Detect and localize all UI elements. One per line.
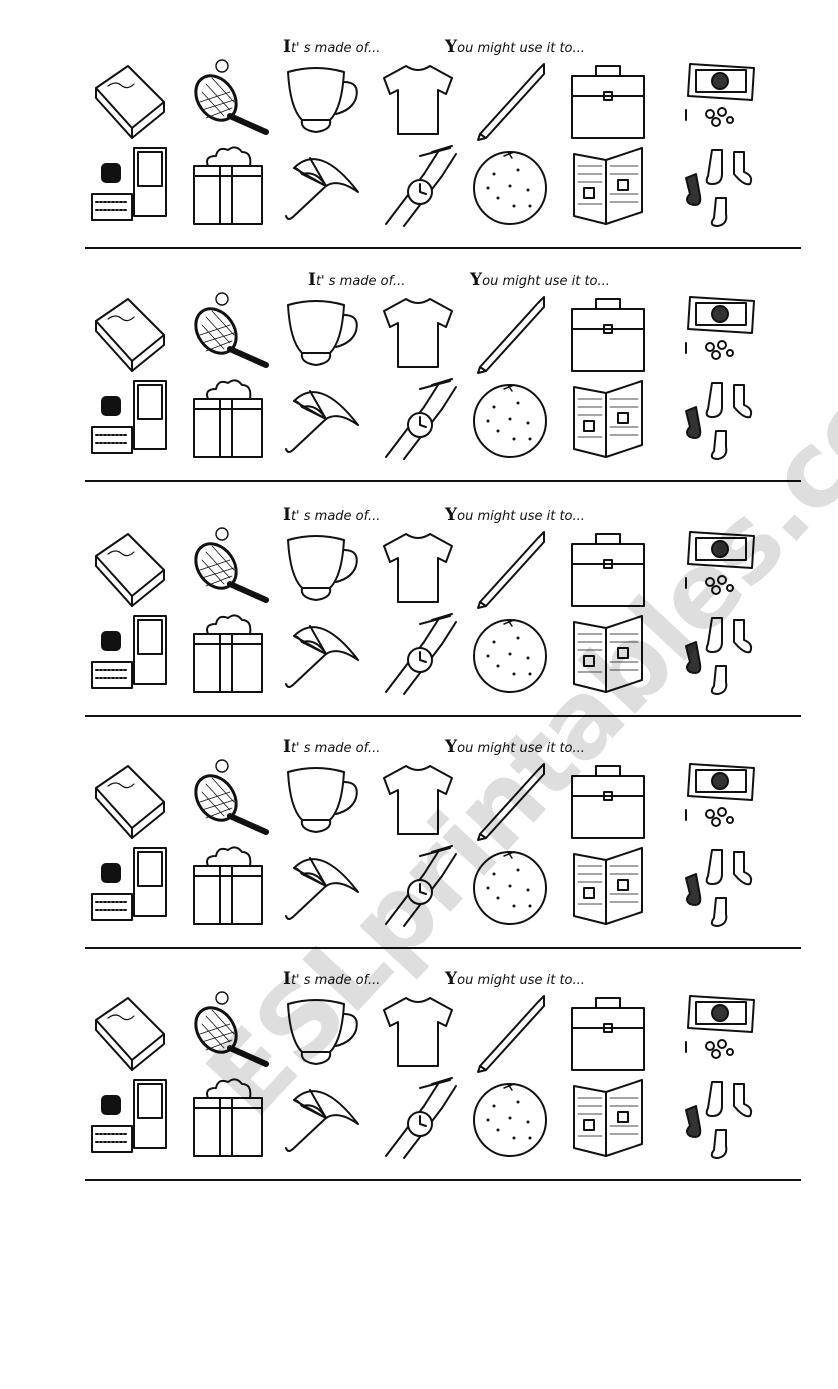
wristwatch-icon <box>376 844 460 928</box>
computer-icon <box>88 144 172 228</box>
wristwatch-icon <box>376 377 460 461</box>
computer-icon <box>88 844 172 928</box>
wristwatch-icon <box>376 612 460 696</box>
tennis-racket-icon <box>186 58 270 142</box>
socks-icon <box>676 844 760 928</box>
header-use-it: You might use it to... <box>470 270 610 290</box>
divider-line <box>85 247 801 249</box>
book-icon <box>88 990 172 1074</box>
cup-icon <box>280 526 364 610</box>
pencil-icon <box>468 291 552 375</box>
pencil-icon <box>468 526 552 610</box>
orange-icon <box>468 844 552 928</box>
exercise-block: It' s made of... You might use it to... <box>0 233 838 482</box>
header-made-of: It' s made of... <box>283 37 381 57</box>
cup-icon <box>280 58 364 142</box>
briefcase-icon <box>566 990 650 1074</box>
cup-icon <box>280 291 364 375</box>
orange-icon <box>468 1076 552 1160</box>
pencil-icon <box>468 990 552 1074</box>
tennis-racket-icon <box>186 291 270 375</box>
briefcase-icon <box>566 58 650 142</box>
exercise-block: It' s made of... You might use it to... <box>0 700 838 949</box>
banknote-coins-icon <box>676 58 760 142</box>
banknote-coins-icon <box>676 291 760 375</box>
cup-icon <box>280 758 364 842</box>
header-made-of: It' s made of... <box>283 737 381 757</box>
divider-line <box>85 715 801 717</box>
tennis-racket-icon <box>186 526 270 610</box>
newspaper-icon <box>566 1076 650 1160</box>
socks-icon <box>676 1076 760 1160</box>
header-made-of: It' s made of... <box>308 270 406 290</box>
orange-icon <box>468 144 552 228</box>
umbrella-icon <box>280 1076 364 1160</box>
computer-icon <box>88 377 172 461</box>
gift-box-icon <box>186 144 270 228</box>
newspaper-icon <box>566 612 650 696</box>
umbrella-icon <box>280 844 364 928</box>
divider-line <box>85 480 801 482</box>
briefcase-icon <box>566 758 650 842</box>
newspaper-icon <box>566 844 650 928</box>
banknote-coins-icon <box>676 758 760 842</box>
tennis-racket-icon <box>186 758 270 842</box>
socks-icon <box>676 144 760 228</box>
t-shirt-icon <box>376 758 460 842</box>
newspaper-icon <box>566 377 650 461</box>
pencil-icon <box>468 758 552 842</box>
cup-icon <box>280 990 364 1074</box>
tennis-racket-icon <box>186 990 270 1074</box>
exercise-block: It' s made of... You might use it to... <box>0 0 838 249</box>
wristwatch-icon <box>376 144 460 228</box>
wristwatch-icon <box>376 1076 460 1160</box>
exercise-block: It' s made of... You might use it to... <box>0 468 838 717</box>
banknote-coins-icon <box>676 990 760 1074</box>
computer-icon <box>88 1076 172 1160</box>
header-made-of: It' s made of... <box>283 969 381 989</box>
t-shirt-icon <box>376 291 460 375</box>
gift-box-icon <box>186 1076 270 1160</box>
t-shirt-icon <box>376 58 460 142</box>
newspaper-icon <box>566 144 650 228</box>
pencil-icon <box>468 58 552 142</box>
exercise-block: It' s made of... You might use it to... <box>0 932 838 1181</box>
header-made-of: It' s made of... <box>283 505 381 525</box>
umbrella-icon <box>280 144 364 228</box>
divider-line <box>85 1179 801 1181</box>
briefcase-icon <box>566 291 650 375</box>
gift-box-icon <box>186 377 270 461</box>
banknote-coins-icon <box>676 526 760 610</box>
book-icon <box>88 526 172 610</box>
book-icon <box>88 291 172 375</box>
header-use-it: You might use it to... <box>445 969 585 989</box>
orange-icon <box>468 377 552 461</box>
computer-icon <box>88 612 172 696</box>
briefcase-icon <box>566 526 650 610</box>
gift-box-icon <box>186 612 270 696</box>
t-shirt-icon <box>376 990 460 1074</box>
t-shirt-icon <box>376 526 460 610</box>
umbrella-icon <box>280 612 364 696</box>
gift-box-icon <box>186 844 270 928</box>
orange-icon <box>468 612 552 696</box>
book-icon <box>88 58 172 142</box>
book-icon <box>88 758 172 842</box>
socks-icon <box>676 377 760 461</box>
umbrella-icon <box>280 377 364 461</box>
header-use-it: You might use it to... <box>445 505 585 525</box>
socks-icon <box>676 612 760 696</box>
header-use-it: You might use it to... <box>445 737 585 757</box>
divider-line <box>85 947 801 949</box>
header-use-it: You might use it to... <box>445 37 585 57</box>
